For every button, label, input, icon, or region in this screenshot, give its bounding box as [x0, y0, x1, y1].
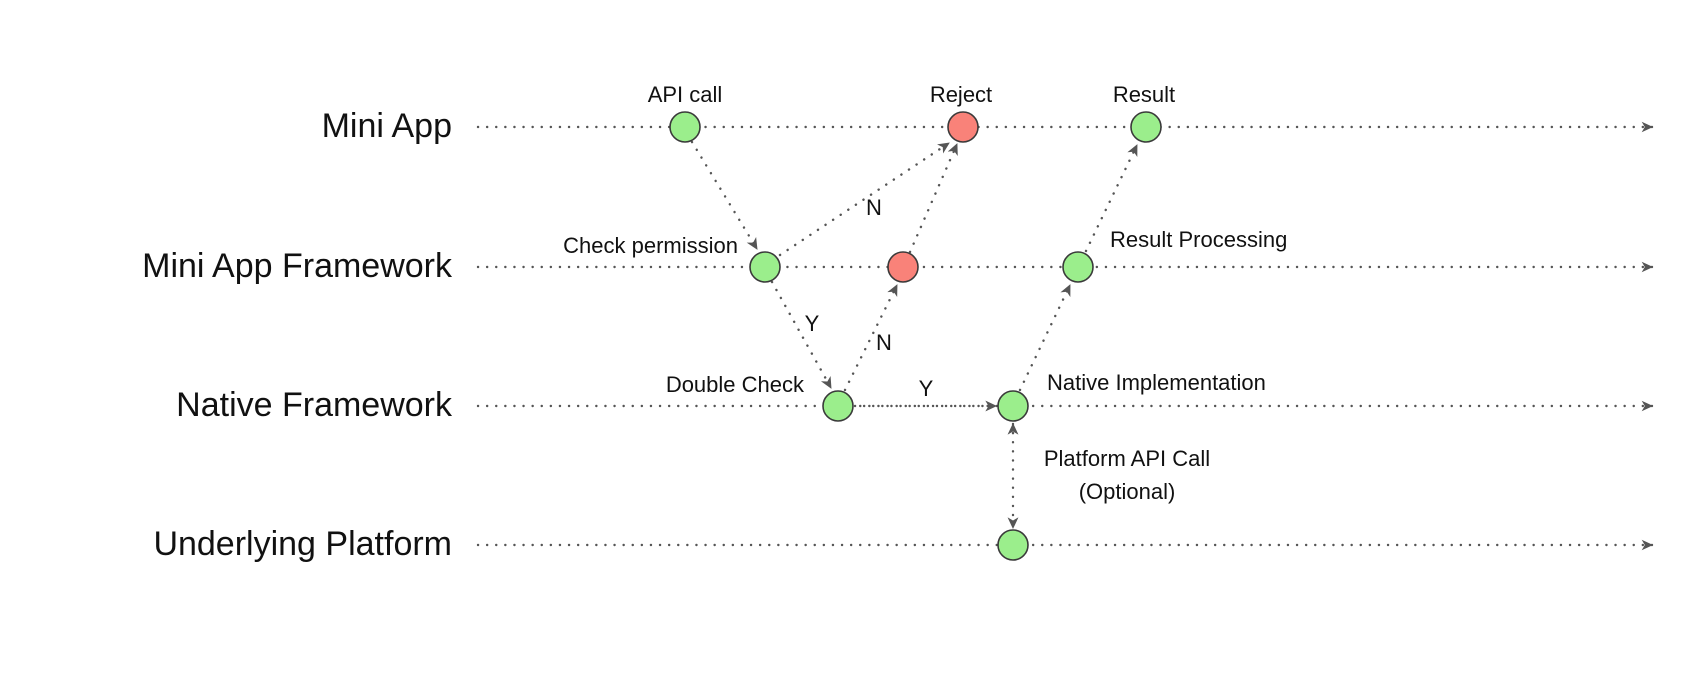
node-check-permission[interactable]	[749, 251, 781, 283]
lane-label-underlying-platform: Underlying Platform	[153, 525, 452, 563]
node-label-double-check: Double Check	[666, 372, 805, 397]
node-label-result: Result	[1113, 82, 1175, 107]
edge-native-implementation-to-result-processing	[1018, 283, 1072, 392]
edge-labels: N Y N Y	[805, 195, 934, 401]
edge-label-n-mid: N	[876, 330, 892, 355]
node-native-implementation[interactable]	[997, 390, 1029, 422]
node-labels: API call Reject Result Check permission …	[563, 82, 1287, 397]
node-double-check[interactable]	[822, 390, 854, 422]
lane-label-mini-app: Mini App	[322, 107, 452, 145]
flow-edges	[690, 140, 1139, 530]
edge-label-y-left: Y	[805, 311, 820, 336]
lane-lines	[476, 121, 1654, 551]
node-label-result-processing: Result Processing	[1110, 227, 1287, 252]
node-reject[interactable]	[947, 111, 979, 143]
edge-label-n-top: N	[866, 195, 882, 220]
nodes	[669, 111, 1162, 561]
node-result[interactable]	[1130, 111, 1162, 143]
lane-labels: Mini App Mini App Framework Native Frame…	[142, 107, 453, 563]
annotations: Platform API Call (Optional)	[1044, 446, 1210, 504]
edge-framework-reject-to-reject	[908, 142, 959, 254]
edge-api-call-to-check-permission	[690, 140, 759, 251]
lane-label-mini-app-framework: Mini App Framework	[142, 247, 453, 285]
node-label-check-permission: Check permission	[563, 233, 738, 258]
node-label-api-call: API call	[648, 82, 723, 107]
edge-check-permission-to-double-check	[770, 280, 833, 390]
node-label-native-implementation: Native Implementation	[1047, 370, 1266, 395]
node-api-call[interactable]	[669, 111, 701, 143]
node-platform[interactable]	[997, 529, 1029, 561]
lane-label-native-framework: Native Framework	[176, 386, 453, 424]
edge-check-permission-to-reject	[778, 141, 951, 257]
annotation-platform-api-call-optional: (Optional)	[1079, 479, 1176, 504]
node-result-processing[interactable]	[1062, 251, 1094, 283]
annotation-platform-api-call: Platform API Call	[1044, 446, 1210, 471]
node-framework-reject[interactable]	[887, 251, 919, 283]
edge-label-y-right: Y	[919, 376, 934, 401]
node-label-reject: Reject	[930, 82, 992, 107]
